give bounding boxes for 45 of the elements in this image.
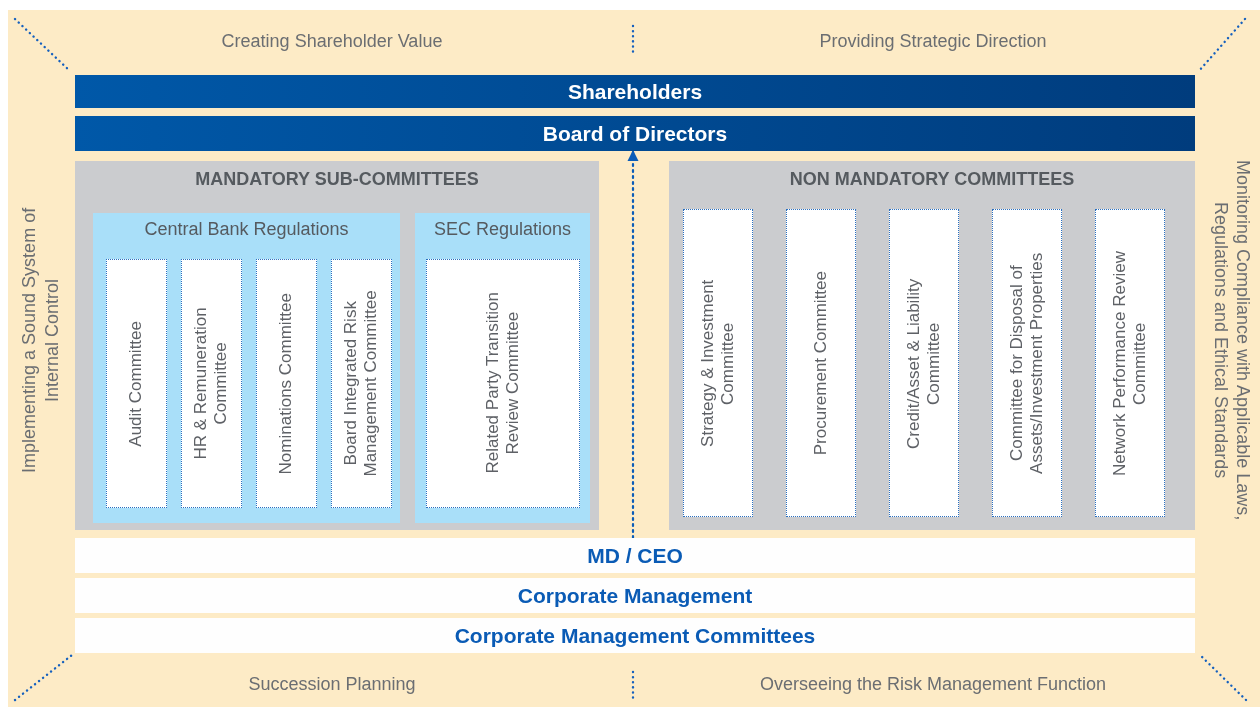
regulation-group	[93, 213, 400, 523]
group-heading: SEC Regulations	[433, 219, 572, 241]
committee-box	[106, 259, 167, 508]
header-bar	[75, 75, 1195, 108]
level-bar	[75, 618, 1195, 653]
committee-name: Committee for Disposal of Assets/Investment Properties	[1006, 251, 1047, 476]
committee-box	[331, 259, 392, 508]
committee-name: Nominations Committee	[276, 292, 297, 475]
level-name: Board of Directors	[542, 120, 728, 147]
level-name: Corporate Management	[517, 582, 753, 609]
committee-name: Credit/Asset & Liability Committee	[903, 276, 944, 451]
group-heading: NON MANDATORY COMMITTEES	[789, 169, 1075, 191]
committee-box	[786, 209, 856, 517]
principle-label: Implementing a Sound System of Internal Control	[18, 206, 63, 475]
level-bar	[75, 578, 1195, 613]
committee-name: Strategy & Investment Committee	[697, 278, 738, 449]
committee-name: Network Performance Review Committee	[1109, 249, 1150, 478]
committee-name: Related Party Transition Review Committee	[482, 291, 523, 477]
level-name: MD / CEO	[587, 542, 683, 569]
group-heading: MANDATORY SUB-COMMITTEES	[195, 169, 479, 191]
committee-box	[426, 259, 580, 508]
committee-panel	[669, 161, 1195, 530]
level-name: Shareholders	[567, 78, 703, 105]
principle-label: Succession Planning	[248, 672, 416, 696]
committee-box	[256, 259, 317, 508]
level-name: Corporate Management Committees	[454, 622, 816, 649]
committee-name: Procurement Committee	[810, 270, 831, 456]
header-bar	[75, 116, 1195, 151]
committee-box	[181, 259, 242, 508]
committee-box	[889, 209, 959, 517]
committee-name: Board Integrated Risk Management Committee	[341, 289, 382, 479]
group-heading: Central Bank Regulations	[144, 219, 349, 241]
committee-panel	[75, 161, 599, 530]
arrow	[627, 149, 639, 540]
level-bar	[75, 538, 1195, 573]
principle-label: Providing Strategic Direction	[819, 29, 1047, 53]
committee-name: HR & Remuneration Committee	[191, 306, 232, 462]
principle-label: Overseeing the Risk Management Function	[759, 672, 1107, 696]
principle-label: Creating Shareholder Value	[221, 29, 443, 53]
regulation-group	[415, 213, 590, 523]
principle-label: Monitoring Compliance with Applicable Laws, Regulations and Ethical Standards	[1209, 158, 1254, 523]
committee-box	[683, 209, 753, 517]
committee-box	[992, 209, 1062, 517]
committee-name: Audit Committee	[126, 320, 147, 447]
committee-box	[1095, 209, 1165, 517]
